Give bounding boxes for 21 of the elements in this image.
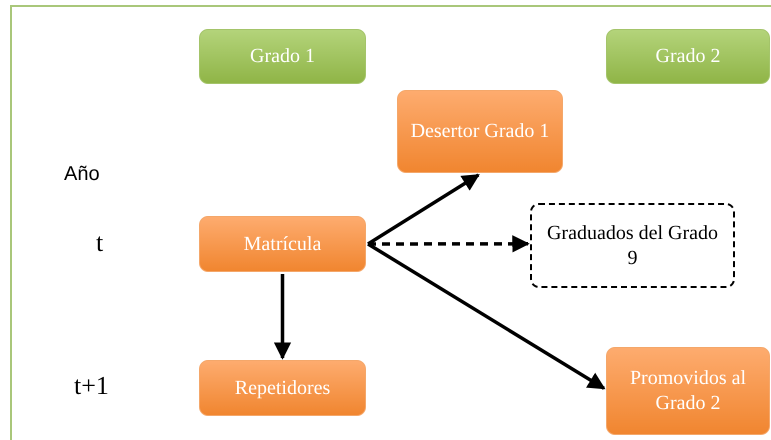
arrow	[368, 235, 530, 253]
arrow	[274, 274, 292, 360]
arrow	[367, 242, 606, 390]
row-label: t+1	[74, 371, 109, 401]
process-box	[606, 347, 770, 435]
process-box	[199, 216, 366, 272]
node-text: Graduados del Grado 9	[546, 220, 720, 270]
row-label: t	[96, 228, 104, 258]
process-box	[397, 90, 563, 173]
grade-box	[606, 29, 770, 84]
row-label: Año	[64, 163, 100, 186]
process-box	[199, 360, 366, 416]
arrow	[367, 174, 480, 246]
node-text: Promovidos al Grado 2	[628, 366, 748, 416]
node-text: Grado 1	[250, 44, 315, 69]
node-text: Grado 2	[656, 44, 720, 69]
node-text: Matrícula	[244, 232, 322, 256]
grade-box	[199, 29, 366, 84]
dashed-box	[530, 203, 735, 288]
node-text: Desertor Grado 1	[410, 119, 550, 144]
node-text: Repetidores	[234, 376, 330, 400]
